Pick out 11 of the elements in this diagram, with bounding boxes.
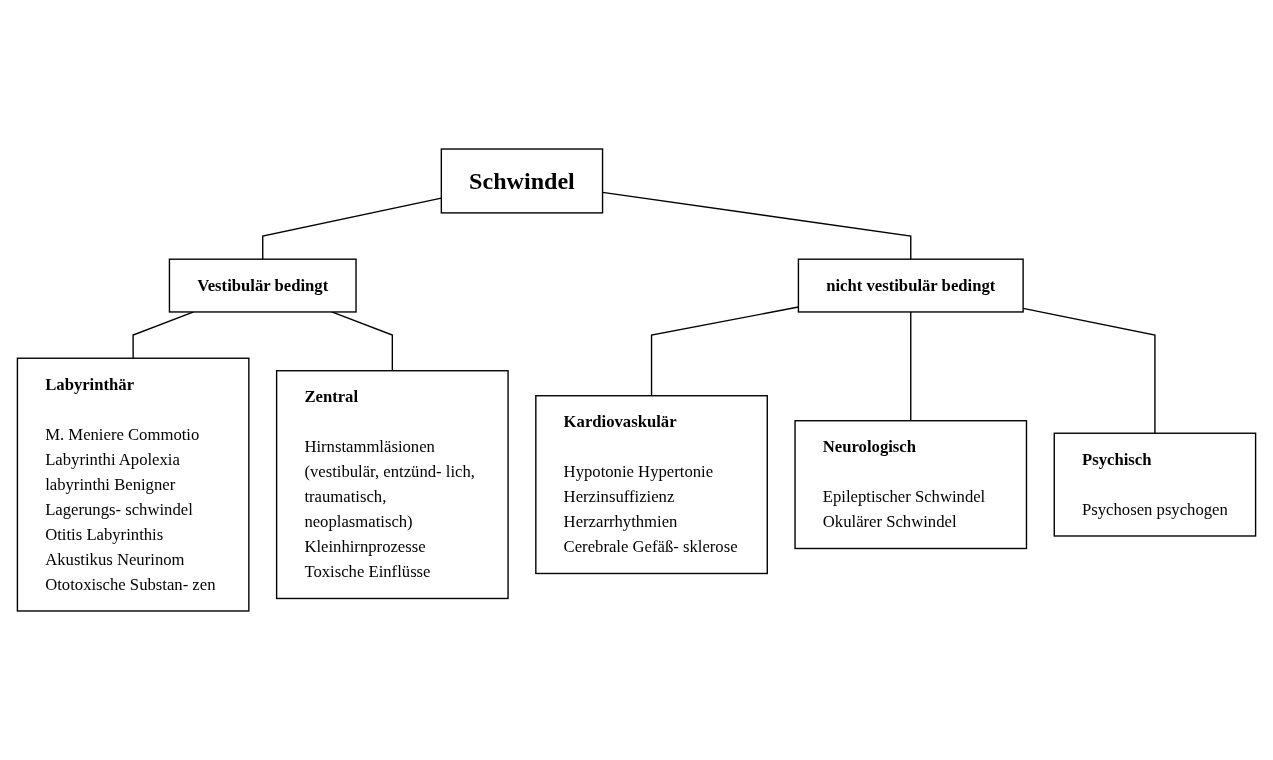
node-box: Labyrinthär M. Meniere Commotio Labyrinthi Apolexia labyrinthi Benigner Lagerungs- schwindel Otitis Labyrinthis Akustikus Neurinom Ototoxische Substan- zen xyxy=(16,357,250,612)
node-box: Vestibulär bedingt xyxy=(168,258,357,313)
node-box: Neurologisch Epileptischer Schwindel Okulärer Schwindel xyxy=(794,420,1028,550)
node-box: Zentral Hirnstammläsionen (vestibulär, entzünd- lich, traumatisch, neoplasmatisch) Kleinhirnprozesse Toxische Einflüsse xyxy=(275,370,509,600)
connector xyxy=(132,311,195,359)
connector xyxy=(331,311,394,372)
connector xyxy=(910,311,912,422)
node-box: nicht vestibulär bedingt xyxy=(797,258,1024,313)
node-box: Kardiovaskulär Hypotonie Hypertonie Herzinsuffizienz Herzarrhythmien Cerebrale Gefäß- sklerose xyxy=(535,395,768,575)
node-box: Schwindel xyxy=(440,148,604,214)
node-box: Psychisch Psychosen psychogen xyxy=(1053,432,1257,537)
